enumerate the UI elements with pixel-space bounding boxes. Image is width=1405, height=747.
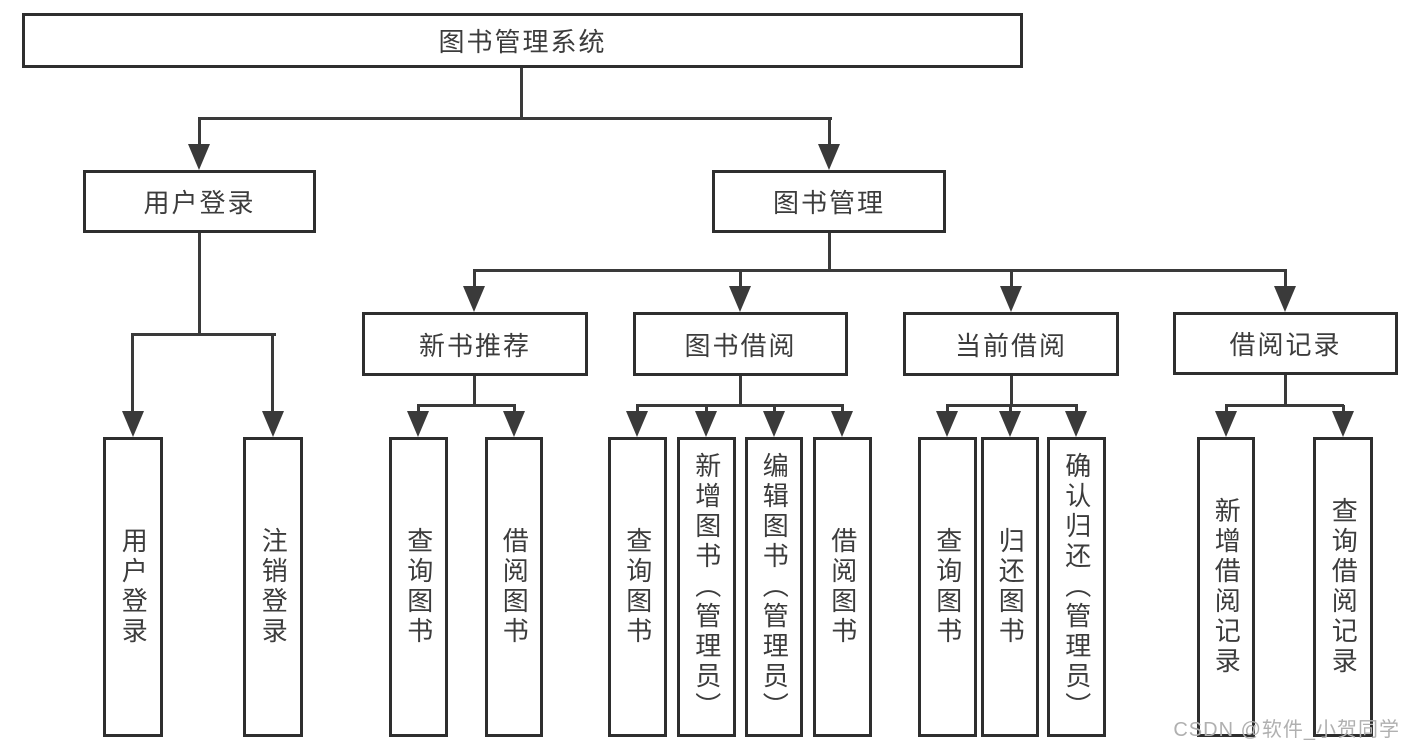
- leaf-borrowing-edit-books-admin-label: 编辑图书（管理员）: [759, 452, 790, 722]
- arrowhead-down-icon: [463, 286, 485, 312]
- leaf-user-login-label: 用户登录: [118, 527, 149, 647]
- leaf-records-add-record: 新增借阅记录: [1197, 437, 1255, 737]
- node-root: 图书管理系统: [22, 13, 1023, 68]
- arrowhead-down-icon: [262, 411, 284, 437]
- leaf-newbook-query-books-label: 查询图书: [403, 527, 434, 647]
- connector-line: [841, 405, 844, 413]
- arrowhead-down-icon: [729, 286, 751, 312]
- connector-line: [271, 334, 274, 413]
- connector-line: [636, 405, 639, 413]
- leaf-records-add-record-label: 新增借阅记录: [1211, 497, 1242, 677]
- connector-line: [946, 404, 1078, 407]
- node-borrow-records: 借阅记录: [1173, 312, 1398, 375]
- node-book-management-label: 图书管理: [772, 188, 885, 218]
- arrowhead-down-icon: [936, 411, 958, 437]
- connector-line: [739, 270, 742, 288]
- leaf-newbook-borrow-books-label: 借阅图书: [499, 527, 530, 647]
- leaf-borrowing-add-books-admin-label: 新增图书（管理员）: [691, 452, 722, 722]
- leaf-logout: 注销登录: [243, 437, 303, 737]
- leaf-borrowing-query-books-label: 查询图书: [622, 527, 653, 647]
- connector-line: [773, 405, 776, 413]
- arrowhead-down-icon: [818, 144, 840, 170]
- connector-line: [417, 405, 420, 413]
- connector-line: [739, 376, 742, 406]
- node-current-borrowing-label: 当前借阅: [954, 330, 1067, 361]
- arrowhead-down-icon: [999, 411, 1021, 437]
- leaf-newbook-query-books: 查询图书: [389, 437, 448, 737]
- connector-line: [473, 376, 476, 406]
- arrowhead-down-icon: [626, 411, 648, 437]
- node-current-borrowing: 当前借阅: [903, 312, 1119, 376]
- leaf-current-confirm-return-admin: 确认归还（管理员）: [1047, 437, 1106, 737]
- connector-line: [198, 233, 201, 335]
- leaf-newbook-borrow-books: 借阅图书: [485, 437, 543, 737]
- leaf-user-login: 用户登录: [103, 437, 163, 737]
- leaf-current-confirm-return-admin-label: 确认归还（管理员）: [1061, 452, 1092, 722]
- connector-line: [473, 269, 1287, 272]
- leaf-borrowing-borrow-books: 借阅图书: [813, 437, 872, 737]
- connector-line: [946, 405, 949, 413]
- arrowhead-down-icon: [188, 144, 210, 170]
- connector-line: [636, 404, 844, 407]
- node-new-book-recommend: 新书推荐: [362, 312, 588, 376]
- connector-line: [131, 334, 134, 413]
- connector-line: [1009, 405, 1012, 413]
- connector-line: [520, 68, 523, 118]
- leaf-records-query-record: 查询借阅记录: [1313, 437, 1373, 737]
- node-book-borrowing: 图书借阅: [633, 312, 848, 376]
- connector-line: [473, 270, 476, 288]
- leaf-records-query-record-label: 查询借阅记录: [1328, 497, 1359, 677]
- connector-line: [513, 405, 516, 413]
- node-borrow-records-label: 借阅记录: [1229, 330, 1342, 360]
- connector-line: [198, 117, 832, 120]
- arrowhead-down-icon: [407, 411, 429, 437]
- leaf-borrowing-query-books: 查询图书: [608, 437, 667, 737]
- leaf-logout-label: 注销登录: [258, 527, 289, 647]
- connector-line: [417, 404, 516, 407]
- node-new-book-recommend-label: 新书推荐: [418, 330, 531, 361]
- arrowhead-down-icon: [695, 411, 717, 437]
- arrowhead-down-icon: [763, 411, 785, 437]
- arrowhead-down-icon: [1332, 411, 1354, 437]
- connector-line: [1010, 270, 1013, 288]
- connector-line: [1284, 375, 1287, 406]
- csdn-watermark: CSDN @软件_小贺同学: [1173, 719, 1400, 741]
- node-user-login: 用户登录: [83, 170, 316, 233]
- arrowhead-down-icon: [1065, 411, 1087, 437]
- node-root-label: 图书管理系统: [438, 27, 607, 57]
- leaf-current-query-books: 查询图书: [918, 437, 977, 737]
- arrowhead-down-icon: [831, 411, 853, 437]
- connector-line: [1075, 405, 1078, 413]
- arrowhead-down-icon: [1215, 411, 1237, 437]
- connector-line: [1010, 376, 1013, 406]
- connector-line: [198, 118, 201, 148]
- arrowhead-down-icon: [122, 411, 144, 437]
- connector-line: [705, 405, 708, 413]
- arrowhead-down-icon: [1000, 286, 1022, 312]
- connector-line: [1225, 405, 1228, 413]
- leaf-current-return-books: 归还图书: [981, 437, 1039, 737]
- arrowhead-down-icon: [503, 411, 525, 437]
- leaf-current-query-books-label: 查询图书: [932, 527, 963, 647]
- node-book-management: 图书管理: [712, 170, 946, 233]
- leaf-borrowing-borrow-books-label: 借阅图书: [827, 527, 858, 647]
- leaf-borrowing-add-books-admin: 新增图书（管理员）: [677, 437, 736, 737]
- connector-line: [828, 118, 831, 148]
- node-book-borrowing-label: 图书借阅: [684, 330, 797, 361]
- arrowhead-down-icon: [1274, 286, 1296, 312]
- connector-line: [1342, 405, 1345, 413]
- connector-line: [131, 333, 276, 336]
- connector-line: [1284, 270, 1287, 288]
- leaf-borrowing-edit-books-admin: 编辑图书（管理员）: [745, 437, 803, 737]
- node-user-login-label: 用户登录: [143, 188, 256, 218]
- leaf-current-return-books-label: 归还图书: [995, 527, 1026, 647]
- connector-line: [828, 233, 831, 271]
- connector-line: [1225, 404, 1344, 407]
